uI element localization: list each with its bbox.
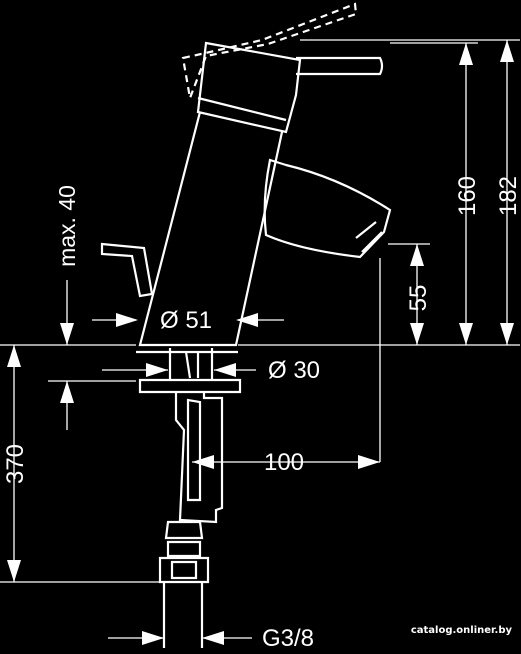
arrow-160-top	[459, 43, 473, 65]
arrow-max40-bottom	[60, 381, 74, 403]
arrow-370-top	[7, 345, 21, 367]
label-160: 160	[454, 176, 481, 216]
spout	[263, 158, 392, 259]
faucet-outline	[100, 2, 392, 648]
dimension-lines	[0, 39, 520, 645]
mounting-stud	[168, 348, 214, 380]
label-182: 182	[495, 176, 521, 216]
shank	[174, 392, 224, 524]
handle-head	[196, 41, 302, 134]
watermark: catalog.onliner.by	[410, 625, 512, 636]
arrow-100-left	[192, 455, 214, 469]
arrow-30-right	[214, 363, 236, 377]
arrow-55-top	[410, 244, 424, 266]
arrow-160-bottom	[459, 323, 473, 345]
label-100: 100	[264, 449, 304, 476]
hose-collar	[164, 520, 204, 540]
thread-ext	[162, 582, 204, 648]
hose-fitting	[158, 556, 210, 584]
label-thread: G3/8	[262, 625, 314, 652]
label-max-deck: max. 40	[54, 185, 80, 267]
label-hose-length: 370	[2, 444, 29, 484]
aerator	[355, 221, 383, 253]
label-55: 55	[405, 285, 432, 312]
shank-core	[186, 398, 202, 502]
label-hole-diameter: Ø 30	[268, 357, 320, 384]
arrow-370-bottom	[7, 560, 21, 582]
arrow-182-top	[500, 40, 514, 62]
handle-open-position	[181, 2, 358, 103]
ext-370	[0, 344, 160, 583]
ext-max40	[48, 344, 136, 382]
arrow-182-bottom	[500, 323, 514, 345]
faucet-body	[138, 111, 284, 347]
dimension-labels: 182 160 55 100 Ø 51 Ø 30 max. 40 370 G3/…	[2, 176, 521, 652]
handle-lever	[296, 56, 384, 76]
label-body-diameter: Ø 51	[160, 307, 212, 334]
arrow-51-left	[116, 313, 138, 327]
arrow-g38-left	[142, 631, 164, 645]
arrow-g38-right	[202, 631, 224, 645]
handle-groove	[197, 96, 287, 122]
hose-nut	[166, 540, 202, 558]
arrow-51-right	[236, 313, 258, 327]
arrow-55-bottom	[410, 323, 424, 345]
arrow-100-right	[358, 455, 380, 469]
arrow-30-left	[146, 363, 168, 377]
pop-up-rod	[100, 242, 154, 298]
arrow-max40-top	[60, 323, 74, 345]
